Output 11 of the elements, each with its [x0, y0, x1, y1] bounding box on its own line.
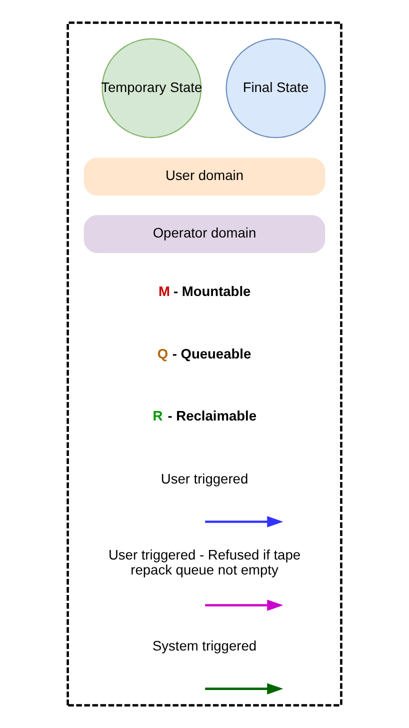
- label: Q - Queueable: [157, 346, 252, 362]
- legend-label: System triggered: [152, 638, 257, 654]
- node-box: Operator domain: [84, 215, 326, 254]
- label: M - Mountable: [158, 284, 251, 300]
- node-box: User domain: [84, 158, 326, 196]
- legend-label: User triggered: [160, 472, 248, 487]
- node-circle: Temporary State: [102, 38, 202, 138]
- cluster: [66, 22, 342, 706]
- node-circle: Final State: [226, 38, 326, 138]
- label: R - Reclaimable: [152, 408, 256, 424]
- legend-label: User triggered - Refused if tape repack queue not empty: [108, 548, 301, 578]
